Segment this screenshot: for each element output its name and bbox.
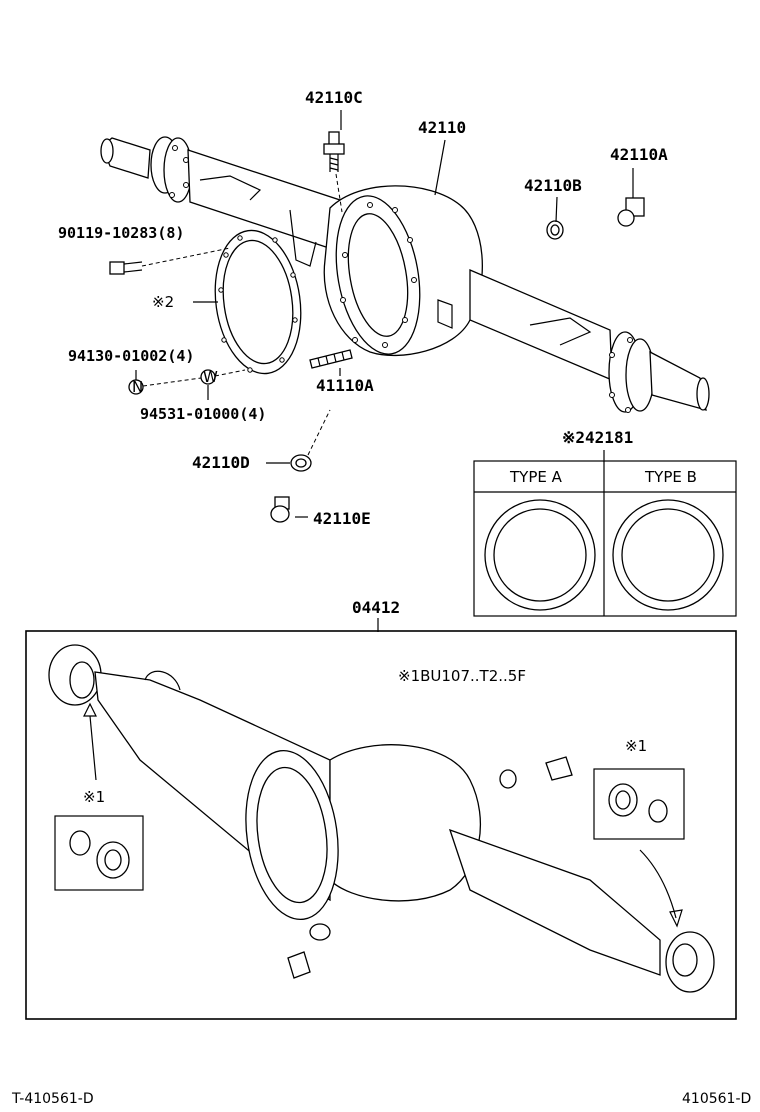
label-42110e: 42110E: [313, 509, 371, 528]
footer-right: 410561-D: [682, 1091, 751, 1107]
seal-inset-left: ※1: [54, 702, 144, 891]
footer-left: T-410561-D: [11, 1091, 94, 1107]
label-gasket-ref: ※2: [152, 293, 174, 311]
label-42110: 42110: [418, 118, 466, 137]
gasket-type-box: ※242181 TYPE A TYPE B: [473, 428, 737, 617]
label-ref-right: ※1: [625, 737, 647, 755]
seal-inset-right: ※1: [593, 737, 685, 928]
nut-washer-drawing: N W: [128, 368, 246, 396]
label-42110c: 42110C: [305, 88, 363, 107]
nut-mark: N: [132, 378, 143, 396]
label-42110a: 42110A: [610, 145, 668, 164]
gasket-2-drawing: [214, 229, 302, 375]
label-gasket-group: ※242181: [562, 428, 633, 447]
label-42110b: 42110B: [524, 176, 582, 195]
label-type-b: TYPE B: [644, 468, 697, 486]
label-type-a: TYPE A: [509, 468, 563, 486]
drain-plug-42110a-drawing: [617, 197, 645, 227]
assembly-housing-drawing: [48, 644, 715, 993]
label-nut: 94130-01002(4): [68, 347, 194, 365]
assembly-frame: [25, 630, 737, 1020]
plug-42110c-drawing: [323, 131, 345, 213]
label-42110d: 42110D: [192, 453, 250, 472]
label-41110a: 41110A: [316, 376, 374, 395]
assembly-note: ※1BU107..T2..5F: [398, 667, 526, 685]
washer-mark: W: [203, 368, 218, 386]
gasket-42110d-drawing: [290, 409, 331, 472]
label-assembly: 04412: [352, 598, 400, 617]
label-ref-left: ※1: [83, 788, 105, 806]
gasket-42110b-drawing: [546, 220, 564, 240]
rear-axle-housing-drawing: [100, 136, 710, 413]
stud-41110a-drawing: [309, 349, 353, 369]
plug-42110e-drawing: [270, 496, 290, 523]
bolt-drawing: [109, 247, 231, 275]
label-bolt: 90119-10283(8): [58, 224, 184, 242]
label-washer: 94531-01000(4): [140, 405, 266, 423]
